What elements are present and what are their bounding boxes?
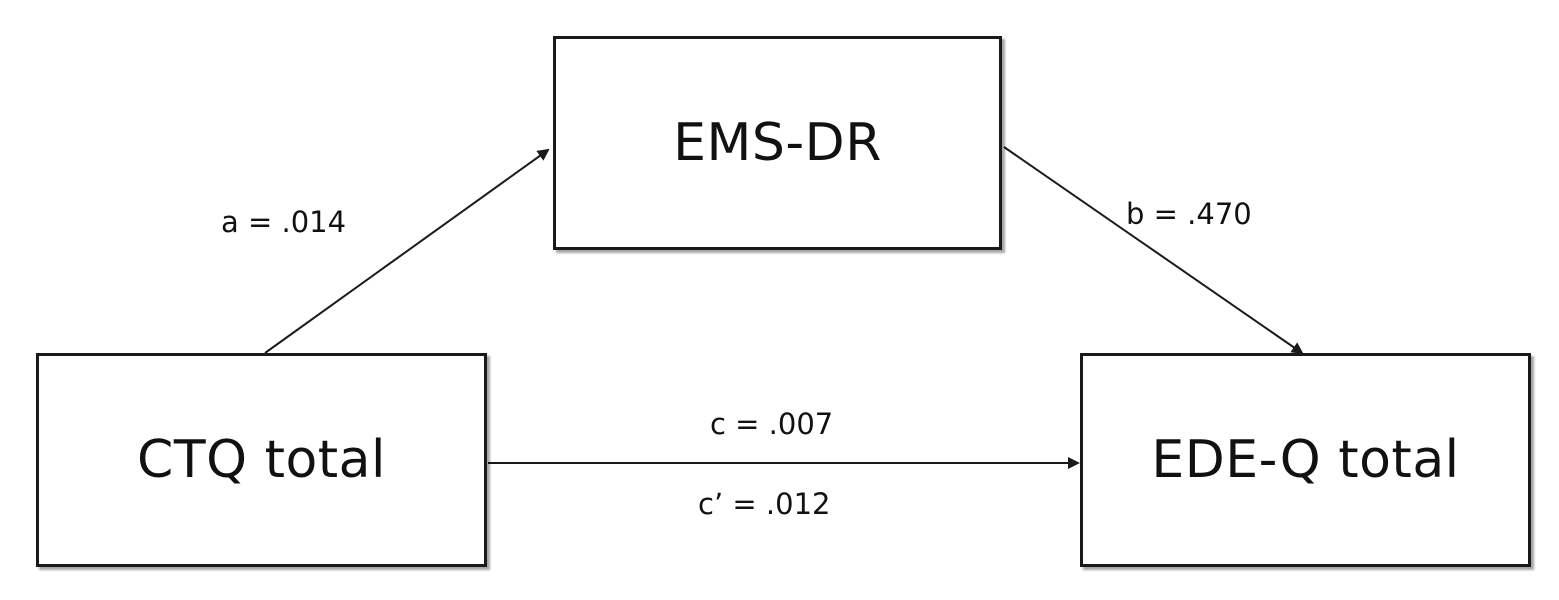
predictor-label: CTQ total (137, 430, 386, 490)
outcome-label: EDE-Q total (1151, 430, 1460, 490)
path-b-label: b = .470 (1126, 197, 1252, 231)
mediator-label: EMS-DR (673, 113, 882, 173)
arrow-b (1003, 146, 1304, 355)
mediator-box: EMS-DR (553, 36, 1002, 250)
path-c-label: c = .007 (710, 407, 834, 441)
arrow-a (264, 148, 550, 354)
path-a-label: a = .014 (221, 205, 347, 239)
predictor-box: CTQ total (36, 353, 487, 567)
path-c-prime-label: c’ = .012 (698, 487, 831, 521)
outcome-box: EDE-Q total (1080, 353, 1531, 567)
